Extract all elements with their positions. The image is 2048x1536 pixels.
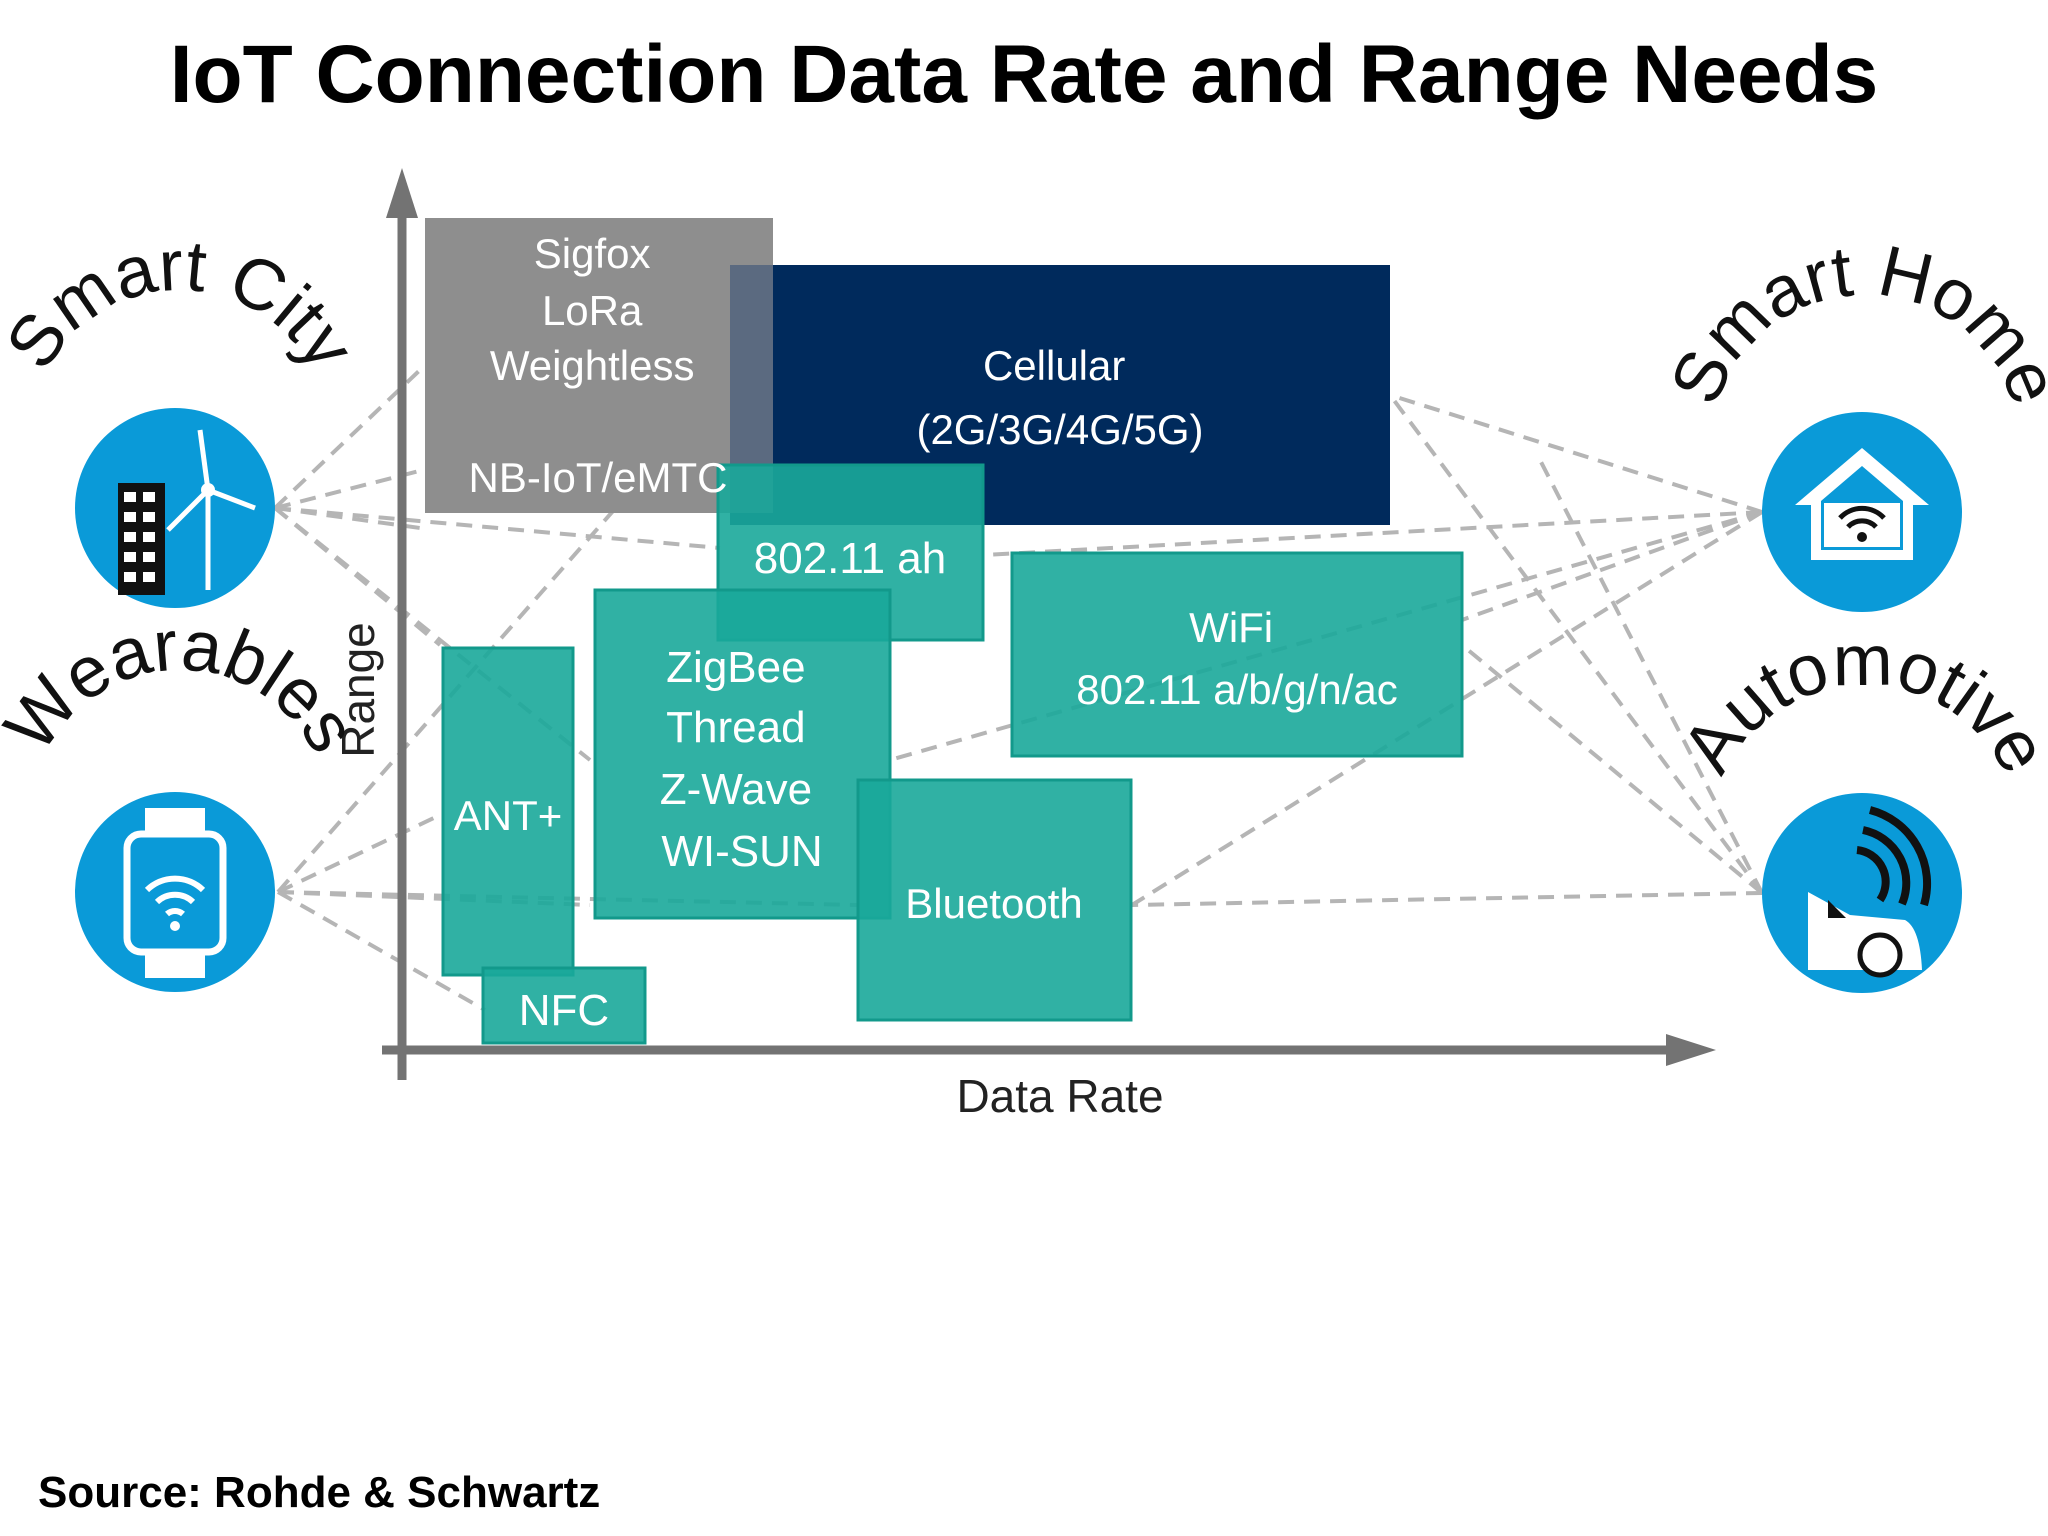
lpwan-label-line: Sigfox xyxy=(534,230,651,277)
application-wearables: Wearables xyxy=(0,605,372,992)
technology-boxes xyxy=(425,218,1464,1045)
connector-line xyxy=(1389,393,1763,514)
city-building-wind-turbine-icon xyxy=(118,429,256,595)
cellular-label: Cellular (2G/3G/4G/5G) xyxy=(916,342,1203,453)
page-title: IoT Connection Data Rate and Range Needs xyxy=(169,29,1879,120)
bluetooth-label: Bluetooth xyxy=(905,880,1082,927)
connector-line xyxy=(277,813,441,894)
zigbee-label-line: Z-Wave xyxy=(660,765,812,814)
wifi-label-line: WiFi xyxy=(1189,604,1273,651)
smart-city-label: Smart City xyxy=(0,226,370,383)
car-signal-icon xyxy=(1808,806,1932,978)
connector-line xyxy=(277,890,486,1012)
x-axis-arrowhead xyxy=(1666,1034,1716,1066)
connector-line xyxy=(273,506,592,762)
cellular-label-line: Cellular xyxy=(983,342,1125,389)
zigbee-label-line: Thread xyxy=(666,703,805,752)
zigbee-box xyxy=(593,588,892,920)
connector-line xyxy=(274,506,721,550)
80211ah-label: 802.11 ah xyxy=(754,534,946,583)
wifi-box xyxy=(1010,551,1464,758)
lpwan-label: Sigfox LoRa Weightless NB-IoT/eMTC xyxy=(468,230,727,501)
source-credit: Source: Rohde & Schwartz xyxy=(38,1468,601,1517)
connector-line xyxy=(273,368,422,510)
cellular-label-line: (2G/3G/4G/5G) xyxy=(916,406,1203,453)
application-smart-home: Smart Home xyxy=(1655,231,2048,612)
lpwan-label-line: LoRa xyxy=(542,287,643,334)
nfc-box xyxy=(481,966,647,1045)
y-axis-label: Range xyxy=(332,622,384,758)
automotive-label: Automotive xyxy=(1667,621,2048,786)
ant-box xyxy=(441,646,575,977)
zigbee-label-line: ZigBee xyxy=(666,643,805,692)
lpwan-label-line: Weightless xyxy=(490,342,695,389)
connector-line xyxy=(1460,643,1764,895)
lpwan-label-line: NB-IoT/eMTC xyxy=(468,454,727,501)
wearables-label: Wearables xyxy=(0,605,372,765)
connector-line xyxy=(1131,891,1763,907)
smartwatch-wifi-icon xyxy=(123,808,227,978)
ant-label: ANT+ xyxy=(454,792,563,839)
bluetooth-box xyxy=(856,778,1133,1022)
wifi-label: WiFi 802.11 a/b/g/n/ac xyxy=(1076,604,1397,713)
zigbee-label: ZigBee Thread Z-Wave WI-SUN xyxy=(660,643,825,876)
lpwan-box xyxy=(425,218,773,513)
wifi-label-line: 802.11 a/b/g/n/ac xyxy=(1076,666,1397,713)
application-smart-city: Smart City xyxy=(0,226,370,608)
zigbee-label-line: WI-SUN xyxy=(661,827,822,876)
smart-home-label: Smart Home xyxy=(1655,231,2048,415)
connector-line xyxy=(1538,459,1764,894)
connector-lines xyxy=(273,368,1764,1012)
smart-city-circle xyxy=(75,408,275,608)
application-automotive: Automotive xyxy=(1667,621,2048,993)
y-axis-arrowhead xyxy=(386,168,418,218)
connector-line xyxy=(1461,510,1763,622)
technology-labels: Sigfox LoRa Weightless NB-IoT/eMTC Cellu… xyxy=(454,230,1398,1035)
house-wifi-icon xyxy=(1795,448,1929,560)
nfc-label: NFC xyxy=(519,986,609,1035)
axes: Data Rate Range xyxy=(332,168,1716,1122)
x-axis-label: Data Rate xyxy=(956,1070,1163,1122)
